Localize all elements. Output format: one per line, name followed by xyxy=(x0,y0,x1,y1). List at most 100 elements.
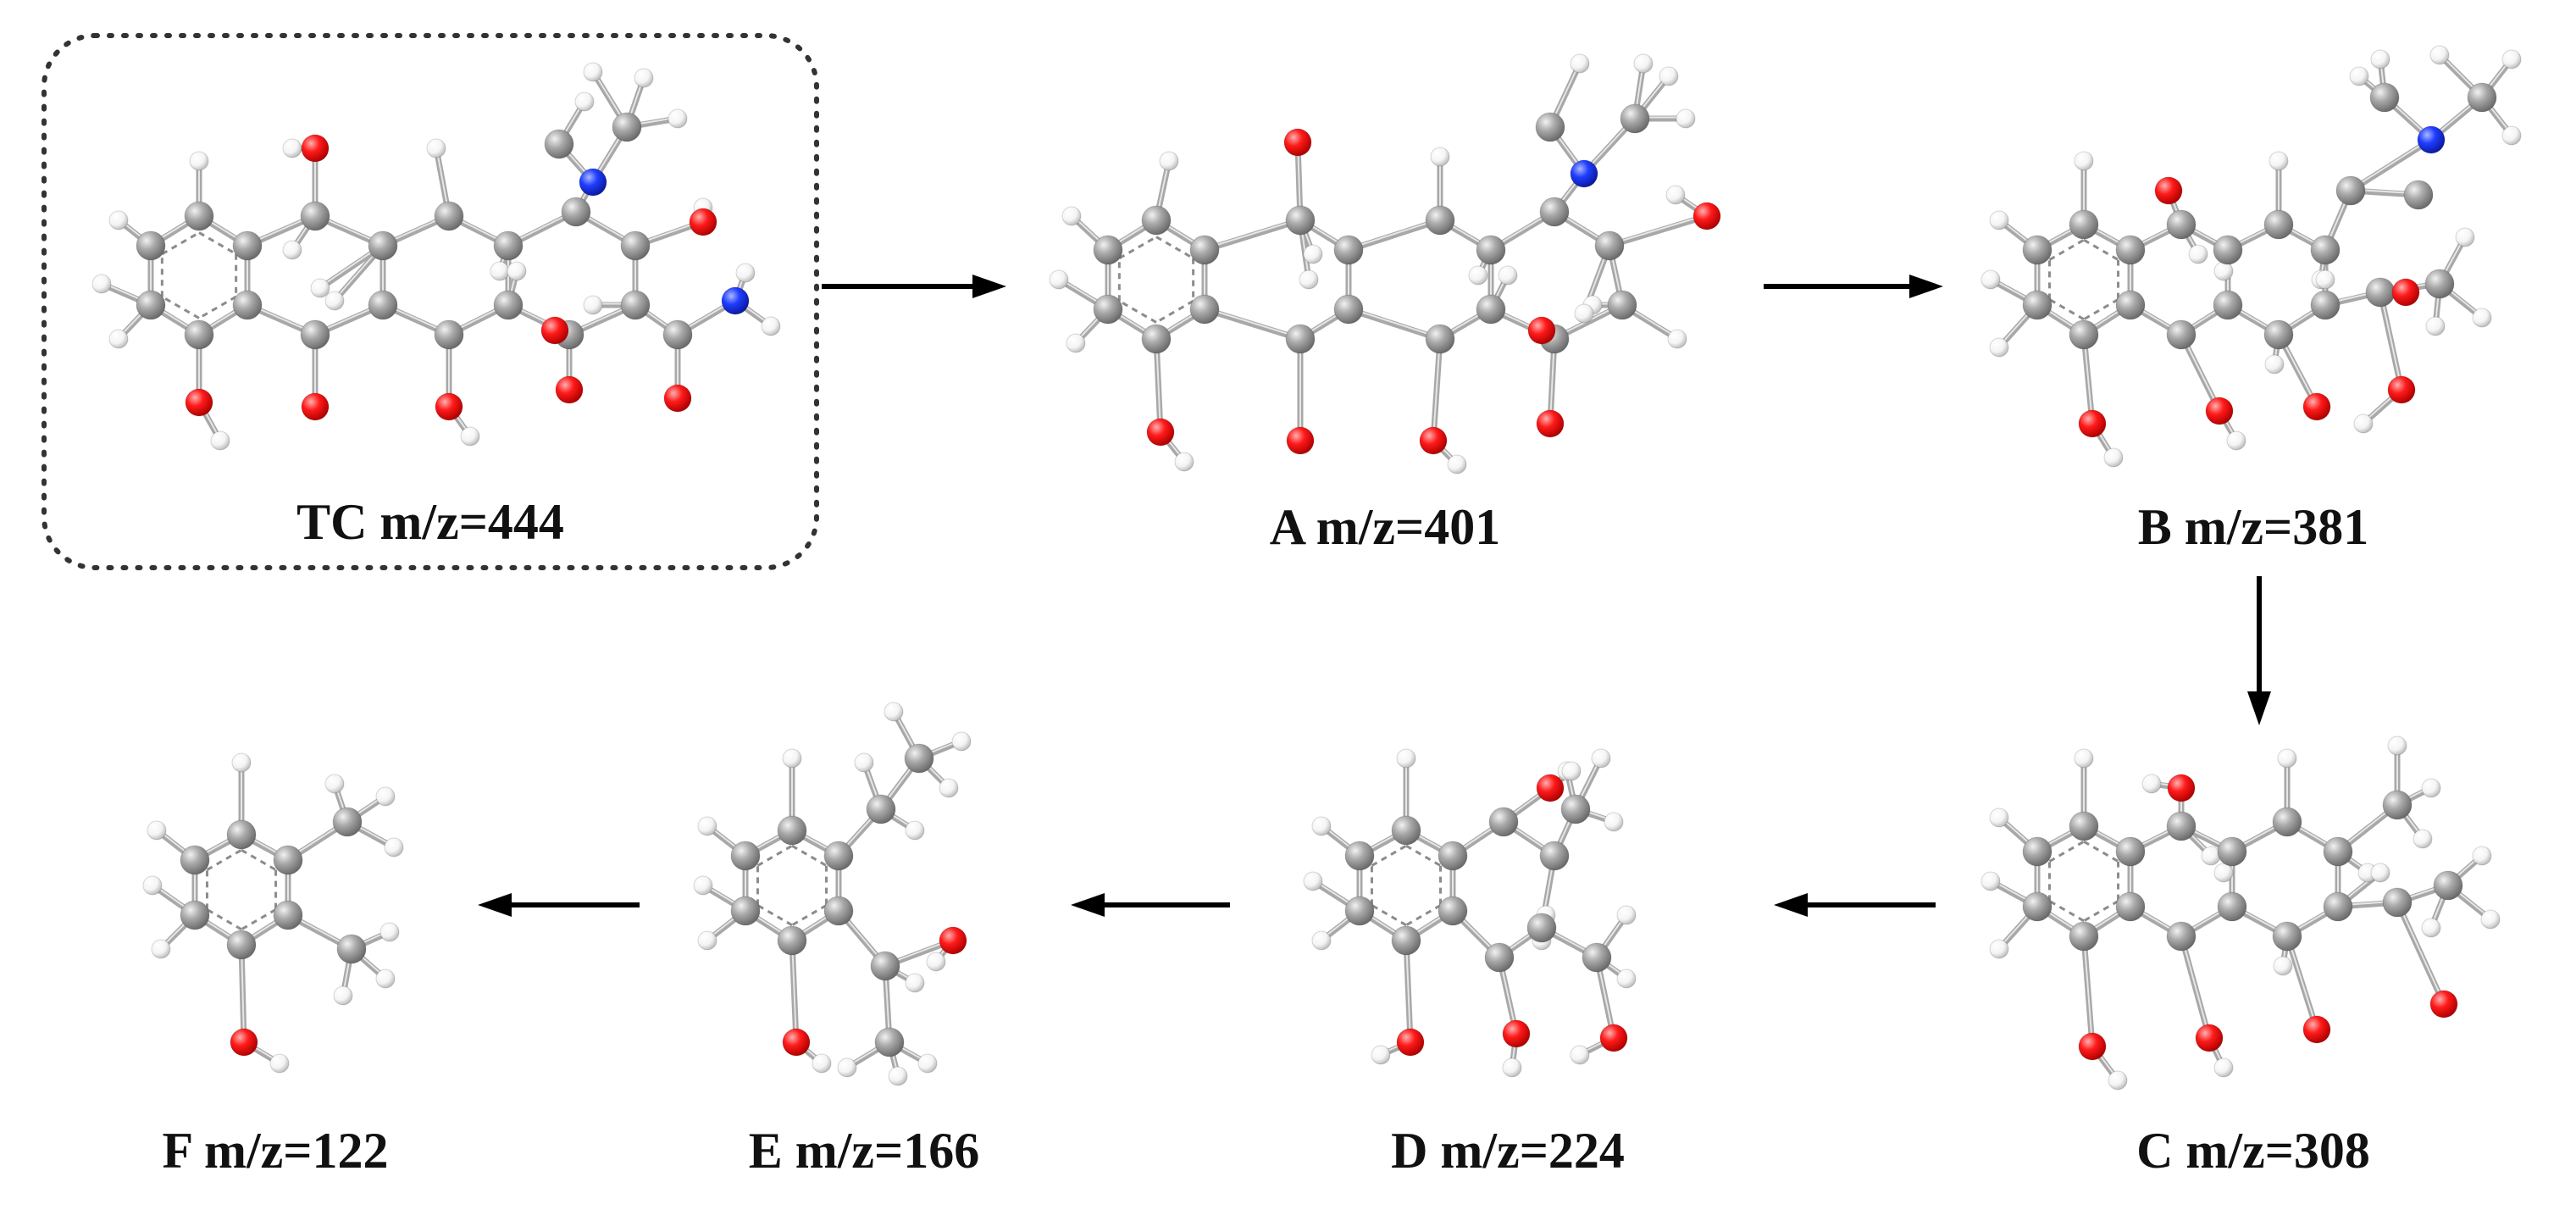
carbon-atom xyxy=(1438,896,1468,926)
nitrogen-atom xyxy=(2417,125,2446,154)
carbon-atom xyxy=(184,319,214,350)
carbon-atom xyxy=(2213,235,2243,265)
carbon-atom xyxy=(300,319,330,350)
carbon-atom xyxy=(730,841,761,871)
hydrogen-atom xyxy=(2108,1070,2128,1091)
hydrogen-atom xyxy=(1311,930,1332,951)
carbon-atom xyxy=(493,290,524,320)
oxygen-atom xyxy=(2195,1024,2224,1052)
carbon-atom xyxy=(1189,294,1220,325)
bond xyxy=(2347,136,2435,194)
oxygen-atom xyxy=(301,134,330,163)
compound-label-d: D m/z=224 xyxy=(1391,1123,1625,1179)
arrow-e-to-f xyxy=(478,893,640,917)
hydrogen-atom xyxy=(1574,303,1594,324)
hydrogen-atom xyxy=(379,922,400,942)
carbon-atom xyxy=(2115,891,2146,922)
hydrogen-atom xyxy=(1667,329,1687,349)
hydrogen-atom xyxy=(1174,452,1194,472)
carbon-atom xyxy=(1476,294,1506,325)
hydrogen-atom xyxy=(2501,125,2522,146)
bond-highlight xyxy=(241,942,245,1042)
carbon-atom xyxy=(2365,277,2396,308)
carbon-atom xyxy=(1093,294,1123,325)
carbon-atom xyxy=(434,201,464,231)
arrow-a-to-b xyxy=(1764,275,1943,298)
hydrogen-atom xyxy=(2480,909,2501,930)
hydrogen-atom xyxy=(939,778,959,798)
hydrogen-atom xyxy=(1498,265,1518,286)
carbon-atom xyxy=(1607,290,1637,320)
carbon-atom xyxy=(1539,197,1570,227)
compound-label-e: E m/z=166 xyxy=(749,1123,980,1179)
hydrogen-atom xyxy=(2201,846,2221,866)
aromatic-bond xyxy=(1155,236,1194,260)
carbon-atom xyxy=(2115,836,2146,867)
compound-label-f: F m/z=122 xyxy=(163,1123,389,1179)
hydrogen-atom xyxy=(460,426,480,447)
hydrogen-atom xyxy=(2370,863,2390,883)
carbon-atom xyxy=(777,925,807,956)
carbon-atom xyxy=(620,290,651,320)
carbon-atom xyxy=(1425,205,1455,236)
aromatic-bond xyxy=(206,908,242,931)
hydrogen-atom xyxy=(2226,430,2246,451)
oxygen-atom xyxy=(1536,409,1565,438)
bond-highlight xyxy=(2083,934,2093,1046)
hydrogen-atom xyxy=(1570,1045,1590,1065)
hydrogen-atom xyxy=(837,1057,857,1078)
hydrogen-atom xyxy=(905,973,925,993)
hydrogen-atom xyxy=(812,1053,832,1074)
hydrogen-atom xyxy=(1430,147,1450,167)
carbon-atom xyxy=(1438,841,1468,871)
hydrogen-atom xyxy=(1633,53,1654,74)
carbon-atom xyxy=(1476,235,1506,265)
hydrogen-atom xyxy=(1676,108,1696,129)
hydrogen-atom xyxy=(2213,863,2234,883)
carbon-atom xyxy=(2166,811,2197,841)
aromatic-bond xyxy=(1118,236,1157,260)
hydrogen-atom xyxy=(1659,66,1679,86)
hydrogen-atom xyxy=(108,210,129,230)
carbon-atom xyxy=(1344,896,1375,926)
carbon-atom xyxy=(2069,209,2099,240)
aromatic-bond xyxy=(2083,900,2119,923)
carbon-atom xyxy=(1333,235,1364,265)
oxygen-atom xyxy=(540,316,569,345)
aromatic-bond xyxy=(2048,840,2085,863)
hydrogen-atom xyxy=(2413,829,2433,849)
carbon-atom xyxy=(300,201,330,231)
bond-highlight xyxy=(2350,137,2432,191)
hydrogen-atom xyxy=(697,930,717,951)
bond xyxy=(1345,217,1443,253)
carbon-atom xyxy=(1539,841,1570,871)
carbon-atom xyxy=(368,290,398,320)
hydrogen-atom xyxy=(324,291,345,311)
hydrogen-atom xyxy=(884,702,904,722)
aromatic-bond xyxy=(1371,844,1407,867)
carbon-atom xyxy=(2467,82,2497,113)
hydrogen-atom xyxy=(951,731,972,752)
carbon-atom xyxy=(2022,290,2052,320)
hydrogen-atom xyxy=(693,875,713,896)
hydrogen-atom xyxy=(2472,846,2492,866)
hydrogen-atom xyxy=(1311,816,1332,836)
hydrogen-atom xyxy=(210,430,230,451)
hydrogen-atom xyxy=(854,752,874,773)
carbon-atom xyxy=(1333,294,1364,325)
oxygen-atom xyxy=(1286,426,1315,455)
aromatic-bond xyxy=(2048,900,2085,923)
carbon-atom xyxy=(1093,235,1123,265)
compound-TC-structure xyxy=(91,62,781,451)
hydrogen-atom xyxy=(231,752,252,773)
carbon-atom xyxy=(620,230,651,261)
aromatic-bond xyxy=(1118,299,1157,324)
oxygen-atom xyxy=(1692,202,1721,230)
hydrogen-atom xyxy=(490,261,510,281)
carbon-atom xyxy=(2217,891,2247,922)
carbon-atom xyxy=(1620,103,1650,134)
aromatic-bond xyxy=(2083,840,2119,863)
compound-F-structure xyxy=(142,752,404,1074)
hydrogen-atom xyxy=(2188,244,2208,264)
hydrogen-atom xyxy=(91,274,112,294)
